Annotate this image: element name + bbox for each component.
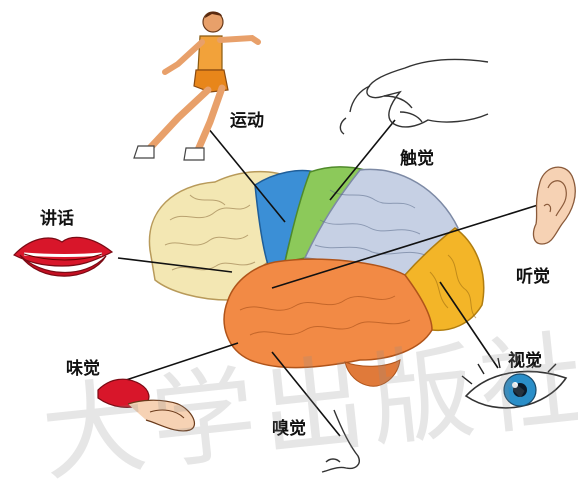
- touching-hand-illustration: [340, 60, 488, 134]
- brain: [149, 167, 483, 386]
- diagram-graphics: [0, 0, 578, 479]
- nose-illustration: [322, 410, 359, 472]
- movement-label: 运动: [230, 106, 264, 131]
- taste-illustration: [98, 379, 194, 431]
- lips-illustration: [14, 237, 112, 276]
- ear-illustration: [534, 167, 576, 244]
- brain-function-diagram: 运动 触觉 讲话 听觉 味觉 视觉 嗅觉 大学出版社: [0, 0, 578, 479]
- runner-illustration: [134, 12, 258, 160]
- touch-label: 触觉: [400, 144, 434, 169]
- brain-stem: [345, 360, 400, 386]
- speech-label: 讲话: [40, 204, 74, 229]
- smell-label: 嗅觉: [272, 414, 306, 439]
- hearing-label: 听觉: [516, 262, 550, 287]
- temporal-lobe: [224, 259, 432, 367]
- taste-label: 味觉: [66, 354, 100, 379]
- vision-label: 视觉: [508, 346, 542, 371]
